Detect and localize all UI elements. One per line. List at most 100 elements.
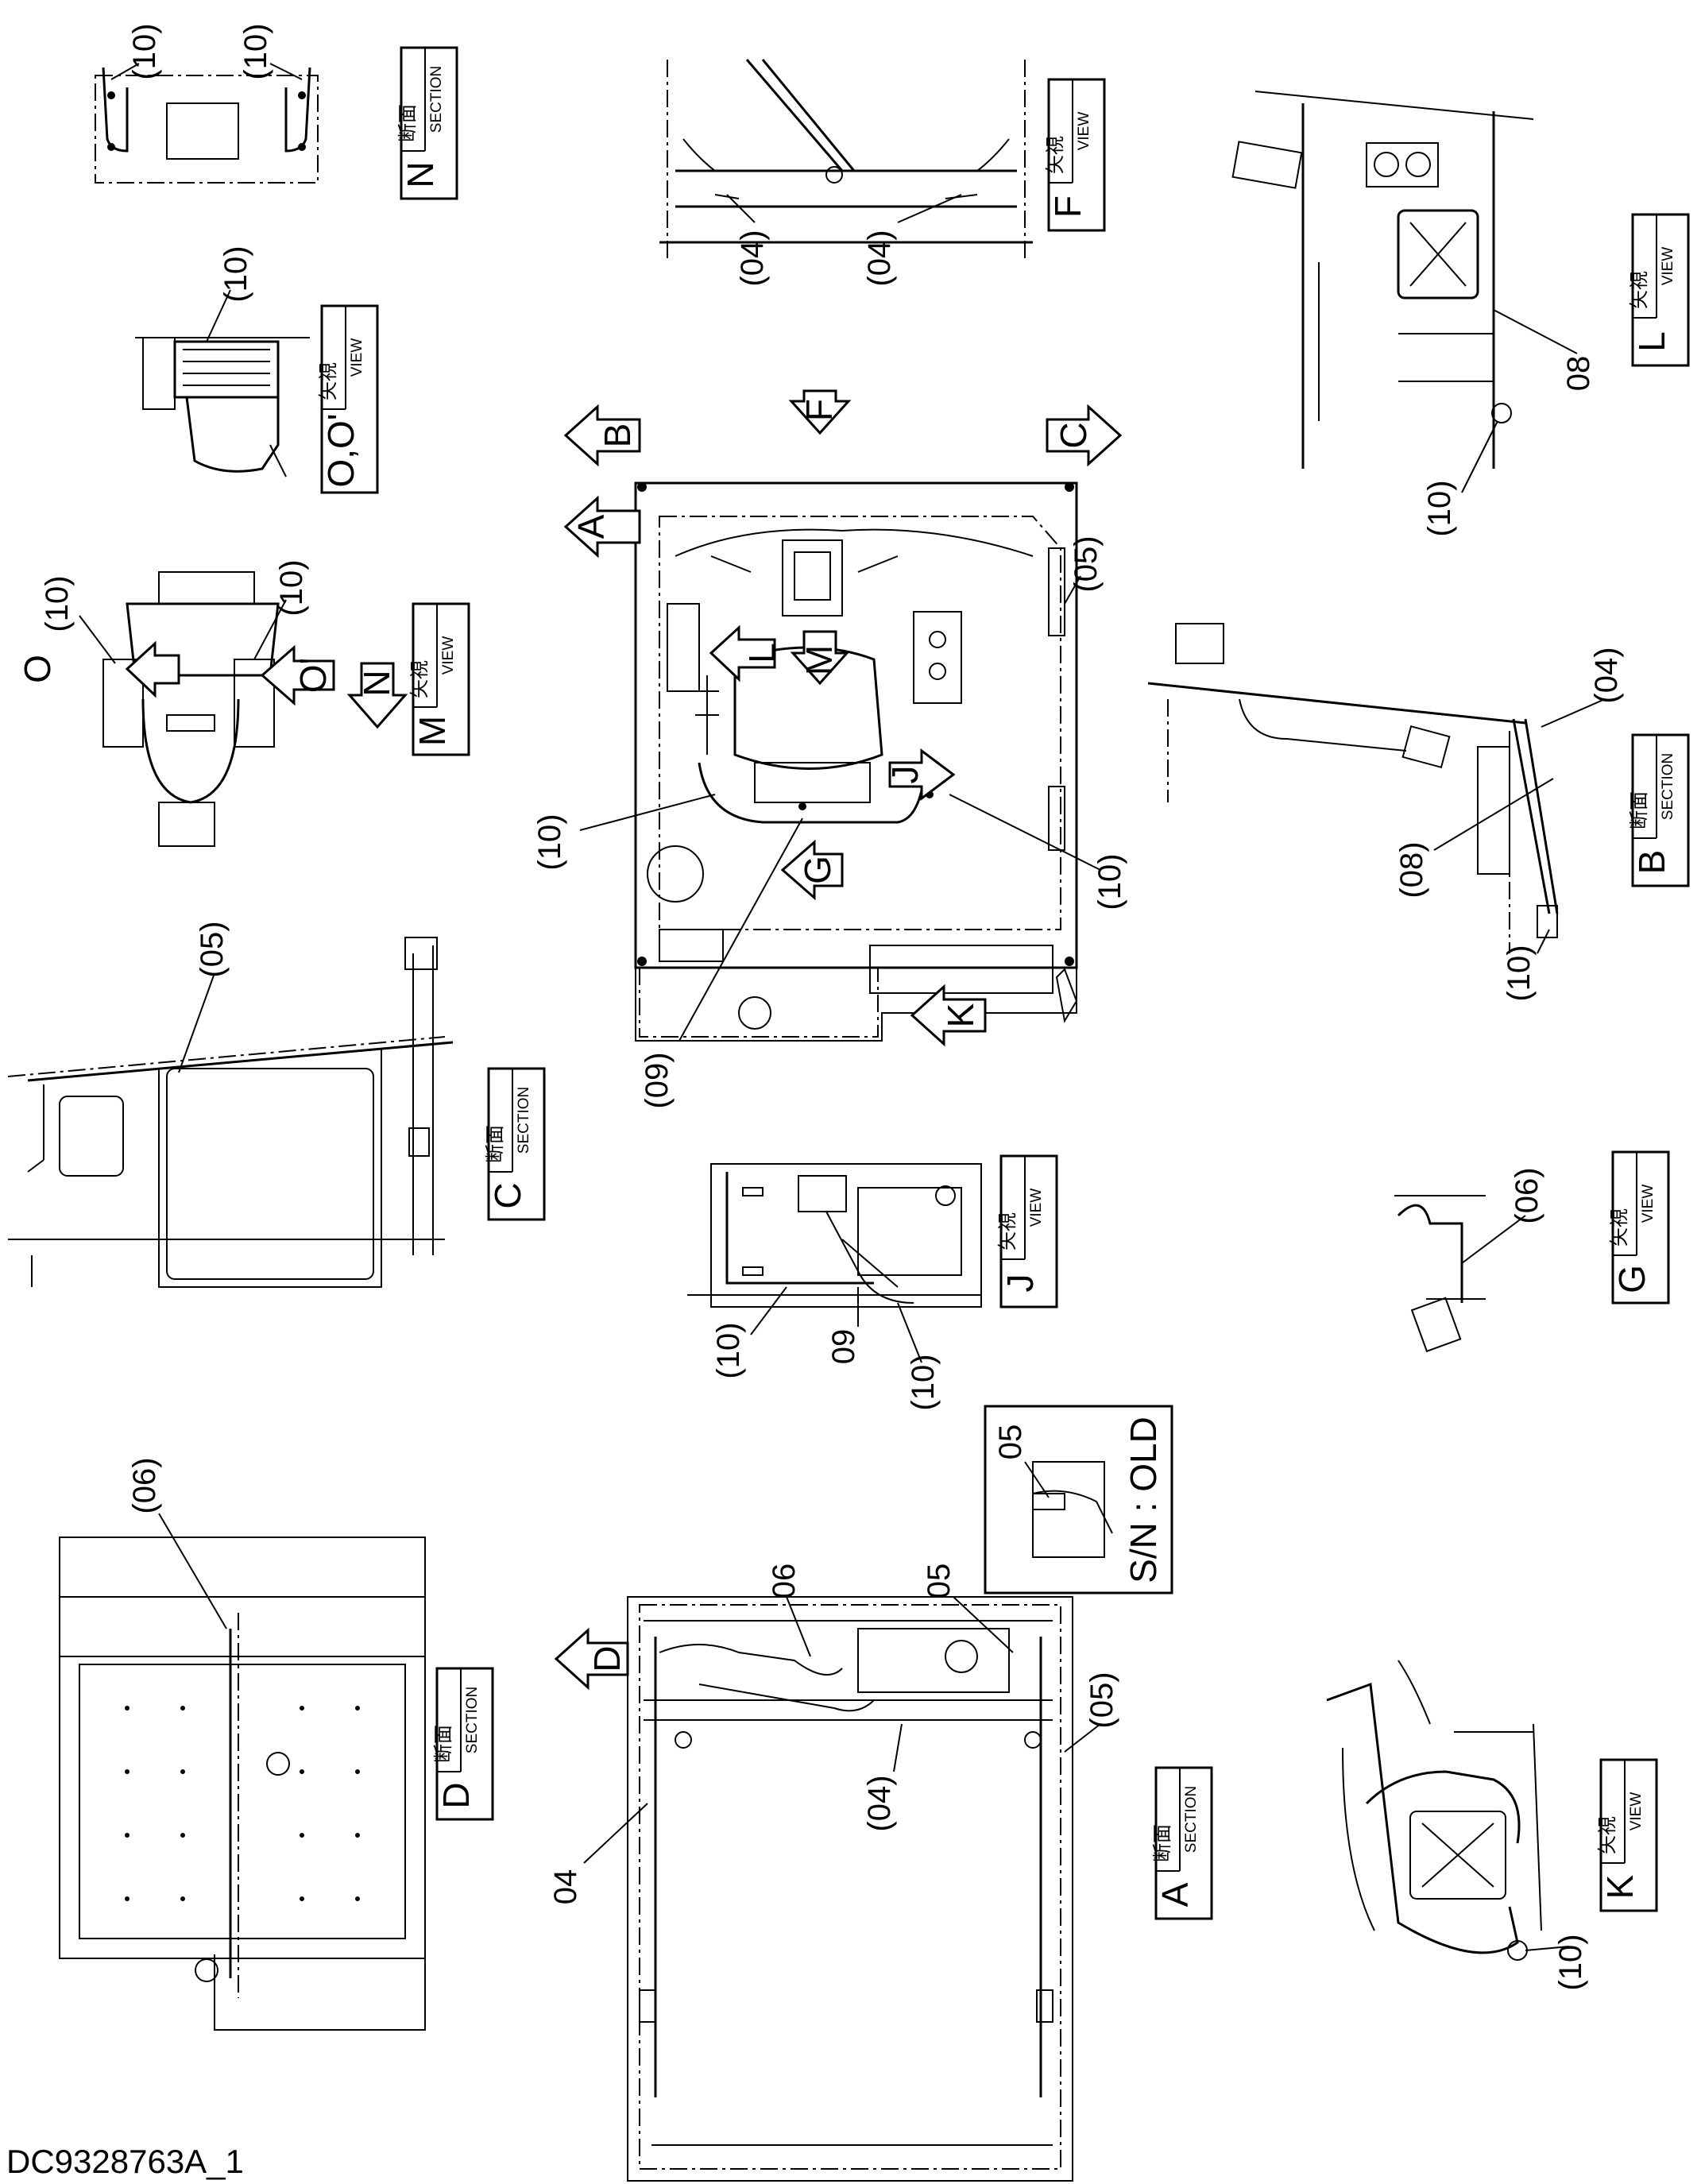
- svg-text:O': O': [292, 658, 334, 694]
- svg-text:(05): (05): [1084, 1672, 1119, 1728]
- svg-text:SECTION: SECTION: [464, 1687, 481, 1753]
- section-a-drawing: 06 05 (05) (04) 04: [548, 1564, 1119, 2182]
- svg-text:F: F: [1047, 195, 1088, 218]
- svg-text:J: J: [999, 1274, 1041, 1293]
- svg-text:(09): (09): [640, 1052, 675, 1108]
- svg-text:断面: 断面: [1628, 791, 1650, 829]
- svg-text:断面: 断面: [432, 1725, 454, 1763]
- svg-text:A: A: [1154, 1882, 1196, 1907]
- main-plan-view: [634, 481, 1078, 1042]
- svg-text:矢視: 矢視: [1628, 271, 1650, 309]
- svg-text:D: D: [435, 1782, 477, 1808]
- view-arrow-j: G: [780, 839, 844, 901]
- label-view-j: 矢視 VIEW J: [996, 1154, 1058, 1308]
- view-arrow-o-prime: O': [260, 644, 335, 706]
- svg-text:(04): (04): [735, 230, 770, 286]
- view-l-drawing: 08 (10): [1231, 91, 1596, 537]
- view-arrow-g: K: [910, 984, 987, 1047]
- svg-text:B: B: [1631, 850, 1672, 875]
- svg-text:断面: 断面: [484, 1125, 506, 1163]
- view-arrow-c: C: [1046, 404, 1123, 467]
- section-n-drawing: (10) (10): [95, 23, 319, 184]
- svg-text:矢視: 矢視: [996, 1212, 1019, 1250]
- svg-text:(10): (10): [1553, 1934, 1588, 1990]
- svg-text:04: 04: [548, 1869, 583, 1905]
- svg-text:J: J: [884, 766, 926, 784]
- section-d-drawing: (06): [59, 1457, 426, 2031]
- svg-text:05: 05: [922, 1564, 957, 1599]
- svg-text:08: 08: [1561, 356, 1596, 392]
- serial-old-detail: 05 S/N : OLD: [984, 1405, 1173, 1595]
- label-view-g: 矢視 VIEW G: [1608, 1150, 1670, 1305]
- label-view-m: 矢視 VIEW M: [408, 602, 470, 756]
- svg-text:K: K: [1599, 1874, 1641, 1899]
- svg-text:SECTION: SECTION: [1660, 753, 1676, 820]
- label-section-d: 断面 SECTION D: [432, 1667, 494, 1821]
- svg-text:VIEW: VIEW: [440, 636, 457, 675]
- svg-text:(10): (10): [1422, 480, 1457, 536]
- svg-text:(10): (10): [218, 245, 253, 302]
- svg-text:断面: 断面: [1151, 1824, 1173, 1862]
- svg-text:K: K: [940, 1003, 981, 1027]
- svg-text:(10): (10): [1502, 945, 1537, 1001]
- svg-text:(08): (08): [1394, 841, 1429, 898]
- svg-text:VIEW: VIEW: [1660, 247, 1676, 286]
- svg-text:(10): (10): [532, 814, 567, 870]
- svg-text:(10): (10): [40, 575, 75, 632]
- view-arrow-f: F: [788, 389, 852, 435]
- svg-text:(10): (10): [1092, 853, 1127, 910]
- svg-text:(10): (10): [906, 1354, 941, 1410]
- svg-text:B: B: [597, 423, 638, 448]
- svg-text:(05): (05): [1069, 535, 1104, 592]
- view-arrow-k: J: [884, 748, 956, 801]
- svg-text:SECTION: SECTION: [1183, 1786, 1200, 1853]
- svg-text:L: L: [1631, 331, 1672, 352]
- svg-text:N: N: [356, 670, 397, 696]
- view-arrow-m: M: [790, 630, 850, 686]
- svg-text:(05): (05): [195, 921, 230, 977]
- view-j-drawing: (10) 09 (10): [687, 1163, 982, 1411]
- svg-text:O: O: [17, 655, 58, 683]
- svg-text:SECTION: SECTION: [516, 1087, 532, 1154]
- serial-note: S/N : OLD: [1123, 1417, 1164, 1583]
- svg-text:C: C: [487, 1182, 528, 1208]
- svg-text:M: M: [798, 645, 840, 675]
- svg-text:断面: 断面: [396, 104, 419, 142]
- view-m-drawing: (10) (10): [40, 559, 309, 847]
- svg-text:矢視: 矢視: [1044, 136, 1066, 174]
- svg-text:L: L: [741, 643, 783, 663]
- view-f-drawing: (04) (04): [659, 59, 1033, 287]
- svg-text:(04): (04): [862, 1775, 897, 1831]
- svg-text:矢視: 矢視: [1596, 1816, 1618, 1854]
- view-arrow-b: B: [563, 404, 641, 467]
- svg-text:VIEW: VIEW: [1076, 112, 1092, 151]
- svg-text:VIEW: VIEW: [1628, 1792, 1645, 1831]
- svg-text:VIEW: VIEW: [349, 338, 365, 377]
- drawing-number: DC9328763A_1: [6, 2143, 244, 2180]
- label-section-b: 断面 SECTION B: [1628, 733, 1690, 887]
- label-section-a: 断面 SECTION A: [1151, 1766, 1213, 1920]
- svg-text:矢視: 矢視: [408, 660, 431, 698]
- view-arrow-o: O: [17, 640, 180, 698]
- main-view-references: (05) (10) (10) (09): [532, 535, 1127, 1108]
- svg-text:SECTION: SECTION: [428, 66, 445, 133]
- view-arrow-a: A: [563, 495, 641, 559]
- svg-text:09: 09: [826, 1329, 861, 1365]
- svg-text:矢視: 矢視: [1608, 1208, 1630, 1247]
- svg-text:VIEW: VIEW: [1640, 1185, 1657, 1223]
- label-section-n: 断面 SECTION N: [396, 46, 458, 200]
- view-g-drawing: (06): [1394, 1167, 1544, 1353]
- label-view-l: 矢視 VIEW L: [1628, 213, 1690, 367]
- view-arrow-n: N: [346, 662, 408, 729]
- svg-text:(10): (10): [274, 559, 309, 616]
- svg-text:矢視: 矢視: [317, 362, 339, 400]
- svg-text:(04): (04): [1589, 647, 1624, 703]
- svg-text:06: 06: [767, 1564, 802, 1599]
- view-arrow-d: D: [554, 1627, 629, 1691]
- svg-text:(06): (06): [1510, 1167, 1544, 1223]
- svg-text:N: N: [400, 161, 441, 187]
- svg-text:(06): (06): [127, 1457, 162, 1513]
- label-section-c: 断面 SECTION C: [484, 1067, 546, 1221]
- label-view-oo: 矢視 VIEW O,O': [317, 304, 379, 494]
